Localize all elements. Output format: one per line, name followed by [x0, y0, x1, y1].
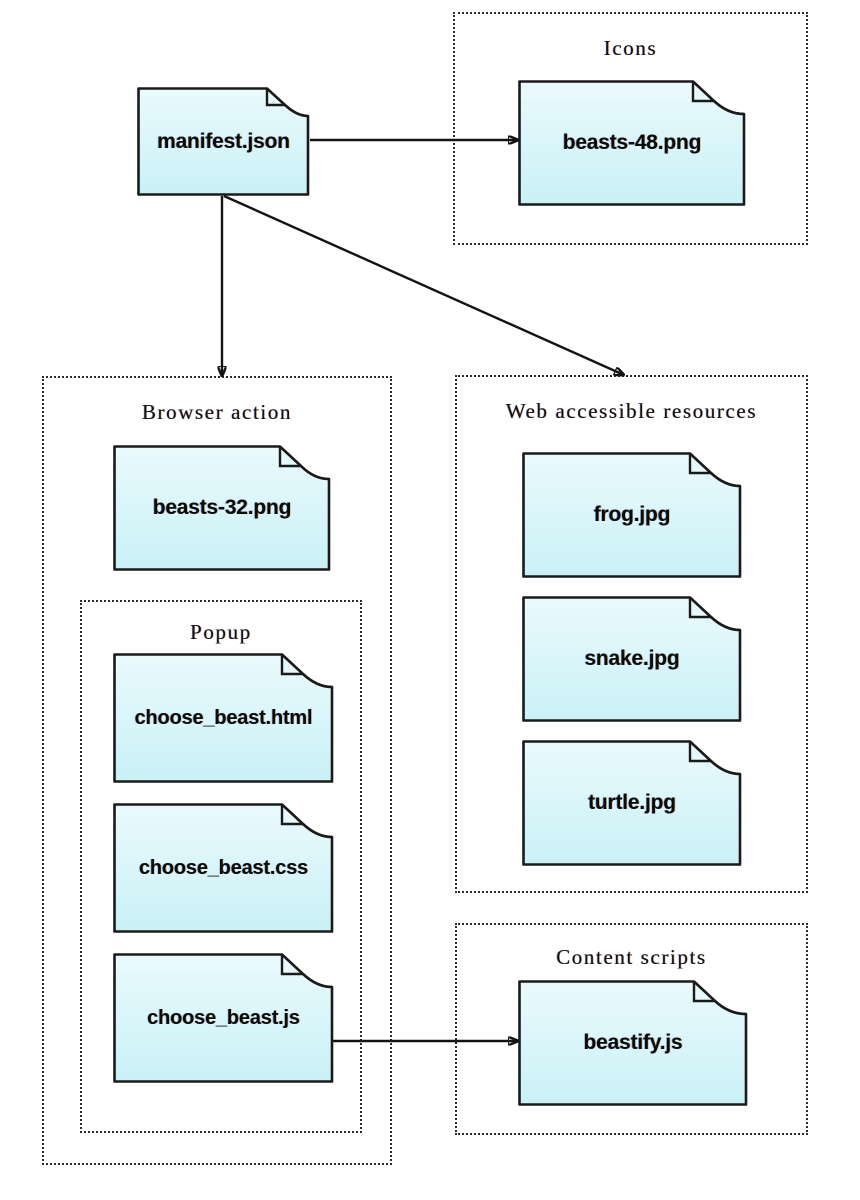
group-web-accessible-resources: Web accessible resources: [455, 375, 808, 893]
group-icons: Icons: [453, 12, 808, 245]
group-title-icons: Icons: [603, 36, 658, 60]
file-shape-icon: [113, 445, 331, 571]
group-content-scripts: Content scripts: [455, 923, 808, 1135]
file-shape-icon: [113, 653, 334, 783]
file-shape-icon: [522, 596, 742, 722]
node-turtle-jpg[interactable]: turtle.jpg: [522, 740, 742, 866]
file-shape-icon: [522, 452, 742, 578]
group-title-popup: Popup: [190, 620, 252, 644]
file-shape-icon: [137, 87, 310, 196]
node-snake-jpg[interactable]: snake.jpg: [522, 596, 742, 722]
node-beastify-js[interactable]: beastify.js: [518, 980, 748, 1106]
node-beasts-48-png[interactable]: beasts-48.png: [518, 80, 746, 206]
group-browser-action: Browser action: [42, 376, 392, 1165]
file-shape-icon: [113, 953, 334, 1083]
group-title-web-accessible-resources: Web accessible resources: [505, 399, 758, 423]
file-shape-icon: [113, 803, 334, 933]
file-shape-icon: [518, 980, 748, 1106]
node-manifest-json[interactable]: manifest.json: [137, 87, 310, 196]
node-beasts-32-png[interactable]: beasts-32.png: [113, 445, 331, 571]
group-title-content-scripts: Content scripts: [556, 945, 707, 969]
node-choose-beast-css[interactable]: choose_beast.css: [113, 803, 334, 933]
file-shape-icon: [522, 740, 742, 866]
node-choose-beast-js[interactable]: choose_beast.js: [113, 953, 334, 1083]
node-choose-beast-html[interactable]: choose_beast.html: [113, 653, 334, 783]
file-shape-icon: [518, 80, 746, 206]
group-popup: Popup: [80, 600, 362, 1133]
group-title-browser-action: Browser action: [141, 400, 293, 424]
node-frog-jpg[interactable]: frog.jpg: [522, 452, 742, 578]
